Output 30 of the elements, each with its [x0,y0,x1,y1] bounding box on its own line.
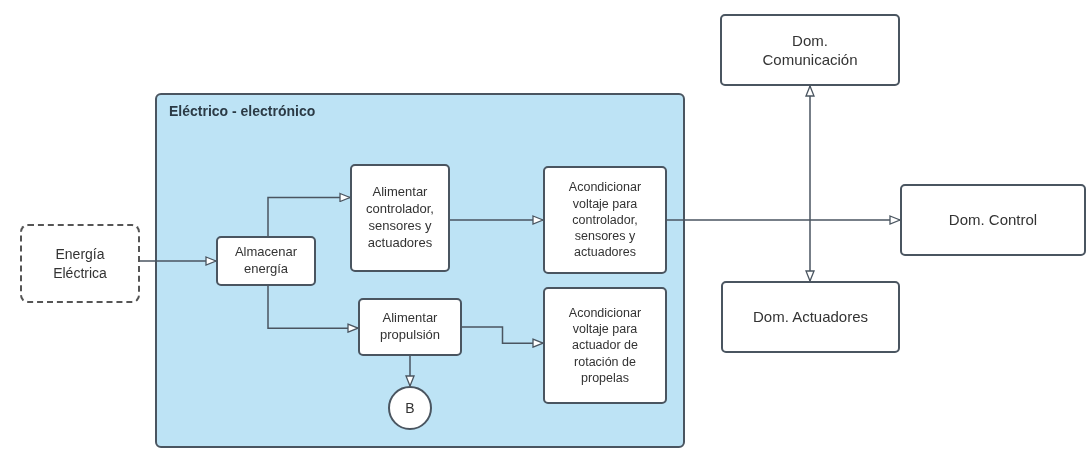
domain-box [720,14,900,86]
box-label: Alimentar controlador, sensores y actuadores [365,184,435,252]
box-label: Dom. Control [947,210,1039,230]
process-box [543,166,667,274]
arrow [139,256,217,266]
group-panel [155,93,685,448]
connector-circle [388,386,432,430]
arrow [449,215,544,225]
source-box [20,224,140,303]
arrow [267,285,359,333]
box-label: Acondicionar voltaje para actuador de rotación de propelas [567,304,643,387]
box-label: Energía Eléctrica [52,245,108,282]
process-box [216,236,316,286]
arrow [461,326,544,348]
domain-box [721,281,900,353]
box-label: Dom. Comunicación [761,30,859,70]
box-label: Almacenar energía [233,244,299,278]
group-title: Eléctrico - electrónico [169,103,316,119]
arrow [666,215,901,225]
box-label: B [404,398,416,418]
arrow [267,192,351,237]
process-box [358,298,462,356]
box-label: Alimentar propulsión [379,310,441,344]
box-label: Dom. Actuadores [751,307,870,327]
arrow [405,355,415,387]
domain-box [900,184,1086,256]
box-label: Acondicionar voltaje para controlador, sensores y actuadores [567,179,643,261]
process-box [543,287,667,404]
process-box [350,164,450,272]
arrow [805,85,815,282]
